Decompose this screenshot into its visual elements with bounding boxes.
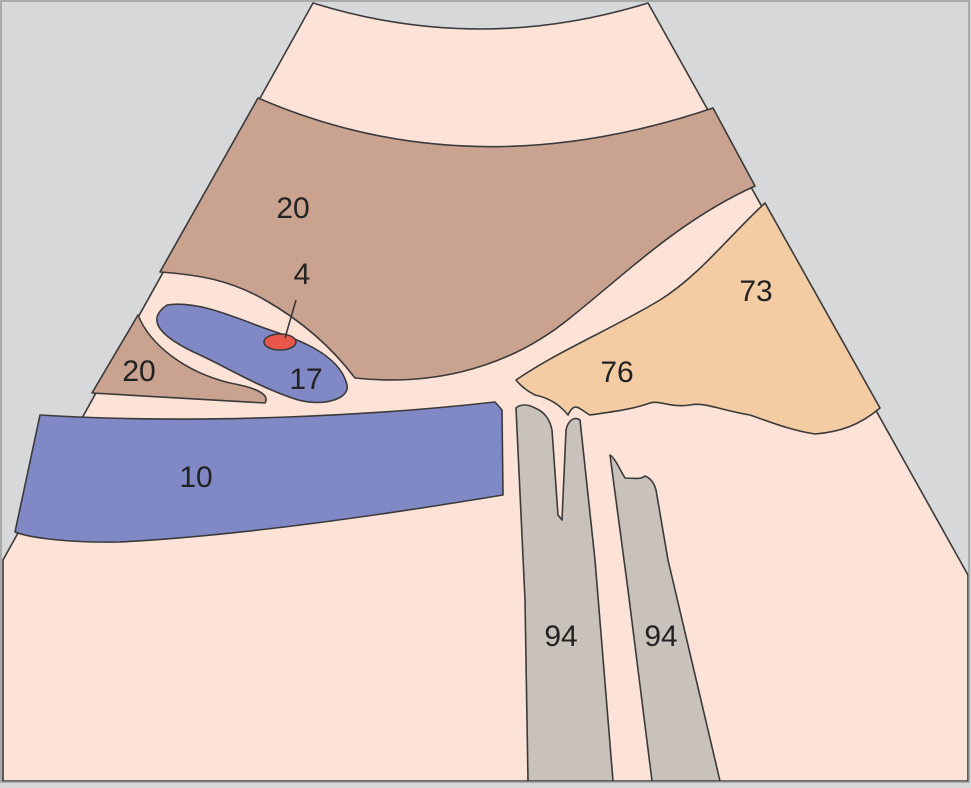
label-oval-vessel: 17 bbox=[289, 363, 322, 396]
orange-region bbox=[515, 202, 881, 435]
label-shadow-left: 94 bbox=[544, 620, 577, 653]
label-band-upper: 20 bbox=[276, 192, 309, 225]
label-shadow-right: 94 bbox=[644, 620, 677, 653]
lower-left-brown-band bbox=[91, 314, 267, 404]
wide-vessel bbox=[14, 401, 504, 543]
red-dot bbox=[263, 333, 297, 351]
upper-brown-band bbox=[159, 97, 756, 381]
acoustic-shadow-left bbox=[515, 404, 614, 782]
label-band-lower-left: 20 bbox=[122, 355, 155, 388]
label-dot: 4 bbox=[294, 258, 311, 291]
acoustic-shadow-right bbox=[609, 454, 721, 782]
oval-vessel bbox=[156, 303, 348, 404]
red-dot-pointer bbox=[284, 299, 297, 339]
label-region-lower: 76 bbox=[600, 356, 633, 389]
label-region-upper: 73 bbox=[739, 275, 772, 308]
label-wide-vessel: 10 bbox=[179, 461, 212, 494]
